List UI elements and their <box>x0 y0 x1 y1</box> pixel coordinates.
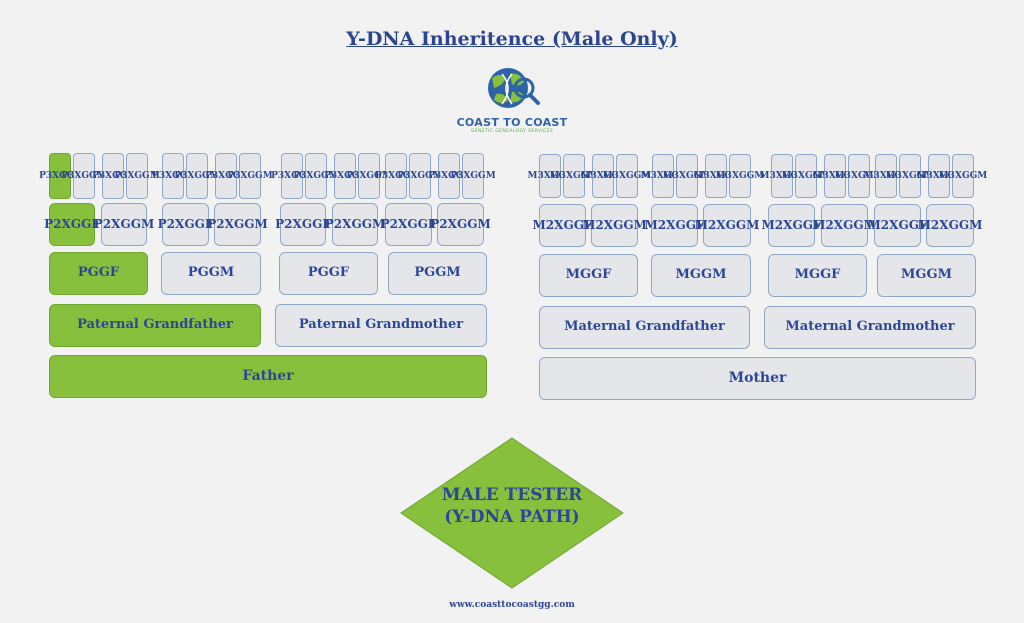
logo-tagline: GENETIC GENEALOGY SERVICES <box>470 129 554 134</box>
maternal-ggp-box: MGGF <box>539 254 638 297</box>
maternal-grandparent-box: Maternal Grandfather <box>539 306 750 349</box>
father-box: Father <box>49 355 487 398</box>
paternal-ggp-box: PGGF <box>279 252 378 295</box>
maternal-grandparent-box: Maternal Grandmother <box>764 306 976 349</box>
mother-box: Mother <box>539 357 976 400</box>
paternal-grandparent-box: Paternal Grandfather <box>49 304 261 347</box>
paternal-ggp-box: PGGM <box>388 252 487 295</box>
paternal-ggp-box: PGGF <box>49 252 148 295</box>
maternal-ggp-box: MGGM <box>877 254 976 297</box>
male-tester-diamond <box>400 437 624 589</box>
paternal-grandparent-box: Paternal Grandmother <box>275 304 487 347</box>
maternal-ggp-box: MGGF <box>768 254 867 297</box>
maternal-ggp-box: MGGM <box>651 254 751 297</box>
page-title: Y-DNA Inheritence (Male Only) <box>346 28 678 50</box>
logo-name: COAST TO COAST <box>456 116 568 129</box>
paternal-ggp-box: PGGM <box>161 252 261 295</box>
male-tester-label: MALE TESTER (Y-DNA PATH) <box>441 485 583 528</box>
logo-icon <box>488 68 540 108</box>
footer-url[interactable]: www.coasttocoastgg.com <box>449 600 575 610</box>
